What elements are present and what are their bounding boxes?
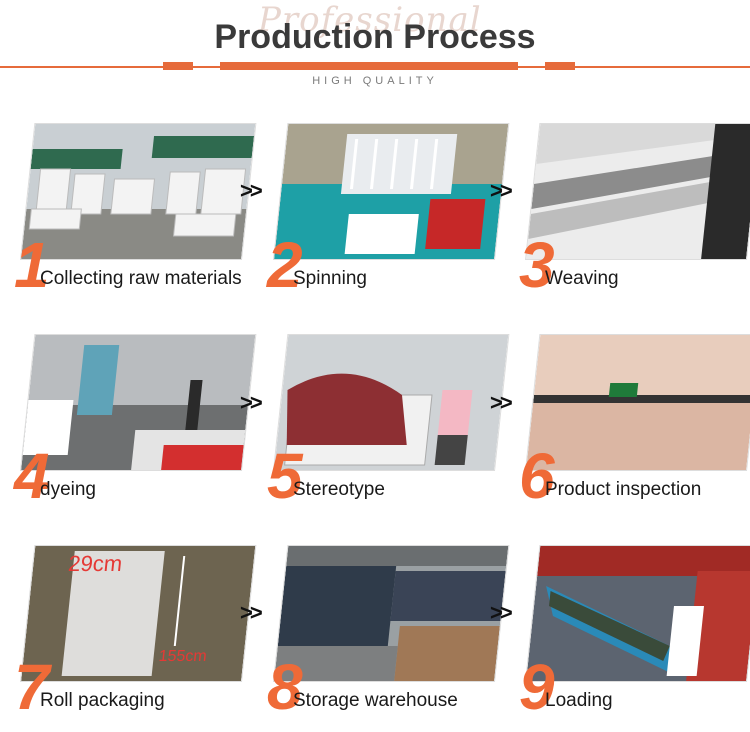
arrow-icon-6: >>	[490, 600, 513, 625]
page-subtitle: HIGH QUALITY	[312, 75, 438, 87]
step-photo-loading	[525, 545, 750, 682]
step-label-8: Storage warehouse	[293, 690, 458, 711]
step-label-7: Roll packaging	[40, 690, 165, 711]
step-label-6: Product inspection	[545, 479, 702, 500]
watermark-text: Professional	[258, 0, 482, 40]
step-photo-roll-packaging: 29cm 155cm	[20, 545, 257, 682]
step-number-3: 3	[519, 229, 555, 301]
arrow-icon-5: >>	[240, 600, 263, 625]
step-photo-stereotype	[273, 334, 510, 471]
step-photo-weaving	[525, 123, 750, 260]
step-label-2: Spinning	[293, 268, 367, 289]
step-number-8: 8	[267, 651, 303, 723]
step-number-9: 9	[519, 651, 555, 723]
arrow-icon-1: >>	[240, 178, 263, 203]
step-number-7: 7	[14, 651, 50, 723]
step-label-3: Weaving	[545, 268, 619, 289]
step-photo-spinning	[273, 123, 510, 260]
header-bar-right	[545, 62, 575, 70]
step-photo-inspection	[525, 334, 750, 471]
header-bar-left	[163, 62, 193, 70]
step-label-5: Stereotype	[293, 479, 385, 500]
arrow-icon-4: >>	[490, 390, 513, 415]
step-number-4: 4	[14, 440, 50, 512]
step-photo-raw-materials	[20, 123, 257, 260]
photo-dimension-length: 155cm	[158, 647, 208, 665]
step-number-5: 5	[267, 440, 303, 512]
step-number-1: 1	[14, 229, 50, 301]
page-title: Production Process	[214, 18, 536, 56]
step-label-4: dyeing	[40, 479, 96, 500]
step-photo-dyeing	[20, 334, 257, 471]
step-label-9: Loading	[545, 690, 613, 711]
arrow-icon-2: >>	[490, 178, 513, 203]
step-photo-warehouse	[273, 545, 510, 682]
header-bar-center	[220, 62, 518, 70]
step-number-6: 6	[519, 440, 555, 512]
step-label-1: Collecting raw materials	[40, 268, 242, 289]
arrow-icon-3: >>	[240, 390, 263, 415]
step-number-2: 2	[267, 229, 303, 301]
photo-dimension-width: 29cm	[67, 551, 123, 576]
